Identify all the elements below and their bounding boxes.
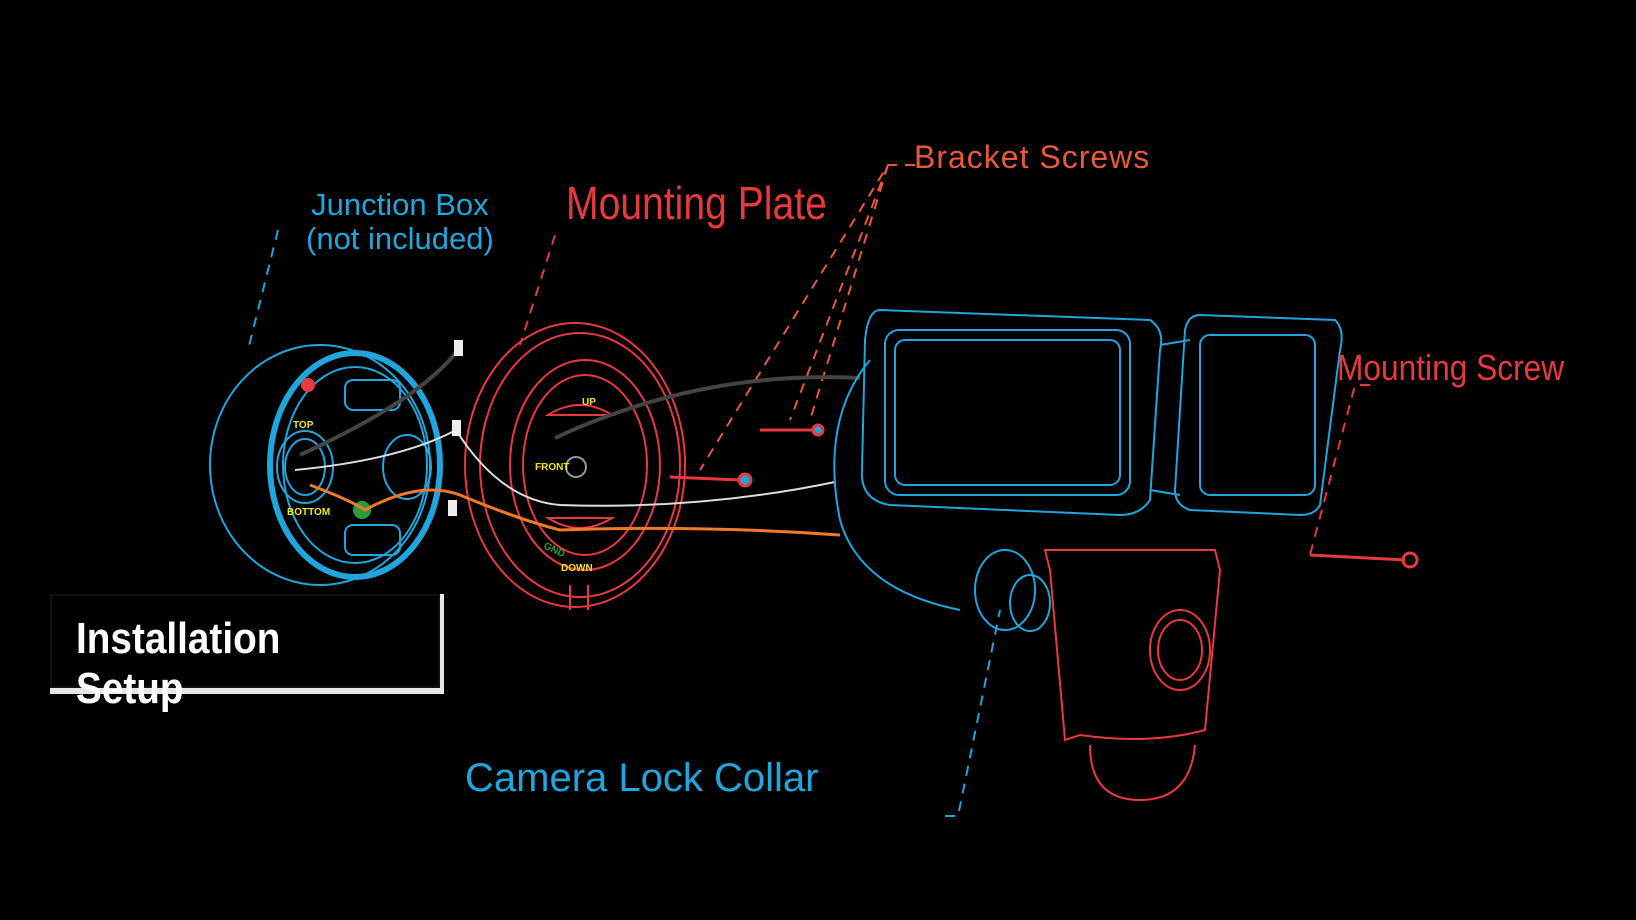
mounting-screw-drawing [1309, 551, 1419, 569]
leader-camera-lock-collar [945, 609, 1001, 817]
bracket-screws-drawing [669, 423, 825, 488]
marking-down: DOWN [561, 563, 593, 574]
mounting-screw-label: Mounting Screw [1337, 347, 1565, 388]
junction-box-drawing [209, 344, 443, 586]
marking-top: TOP [293, 420, 314, 431]
mounting-plate-label: Mounting Plate [566, 177, 827, 229]
camera-drawing [1043, 549, 1222, 802]
leader-junction-box [247, 229, 279, 351]
junction-box-label: Junction Box (not included) [306, 187, 494, 257]
camera-lock-collar-label: Camera Lock Collar [465, 756, 819, 800]
title-banner: Installation Setup [50, 594, 444, 713]
junction-box-note: (not included) [306, 221, 494, 257]
title-text: Installation Setup [76, 614, 281, 713]
marking-up: UP [582, 397, 596, 408]
marking-front: FRONT [535, 462, 569, 473]
leader-mounting-screw [1309, 384, 1370, 556]
marking-gnd: GND [542, 541, 567, 560]
junction-box-title: Junction Box [311, 187, 489, 222]
wires [294, 340, 861, 537]
marking-bottom: BOTTOM [287, 507, 330, 518]
bracket-screws-label: Bracket Screws [914, 139, 1151, 175]
floodlight-drawing [833, 308, 1343, 632]
leader-mounting-plate [519, 234, 556, 346]
